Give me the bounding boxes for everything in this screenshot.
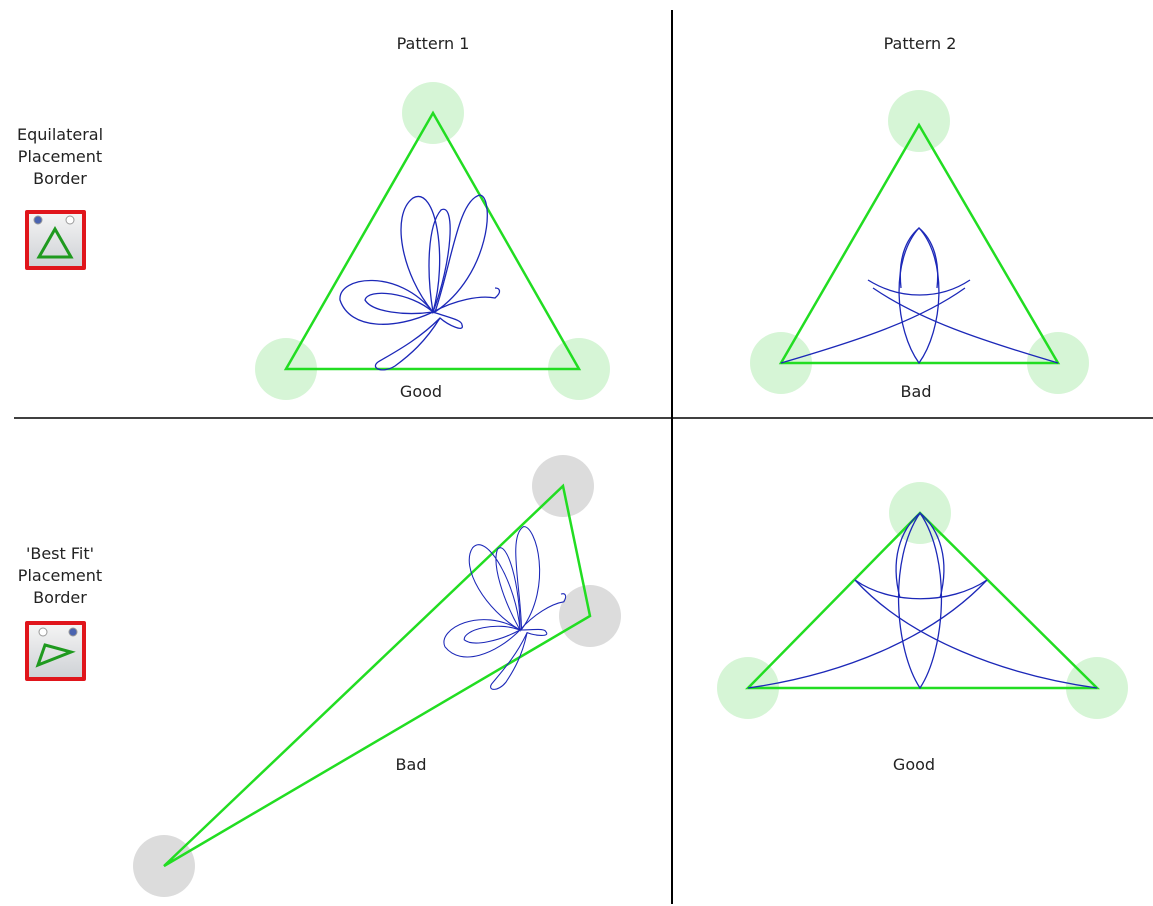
best-fit-border-button[interactable] <box>25 621 86 681</box>
equilateral-border-button[interactable] <box>25 210 86 270</box>
pattern1-column-header: Pattern 1 <box>368 34 498 53</box>
equilateral-triangle-icon <box>29 214 82 266</box>
anchor-point <box>888 90 950 152</box>
result-label-top-left: Good <box>371 382 471 401</box>
row-label-line: Border <box>4 168 116 190</box>
result-label-bottom-right: Good <box>864 755 964 774</box>
result-label-bottom-left: Bad <box>361 755 461 774</box>
row-label-line: Placement <box>4 146 116 168</box>
equilateral-row-label: Equilateral Placement Border <box>4 124 116 190</box>
placement-border-triangle <box>286 113 579 369</box>
panel-pattern2-equilateral <box>750 90 1089 394</box>
butterfly-pattern <box>340 195 500 370</box>
fish-pattern <box>781 228 1058 363</box>
panel-pattern2-bestfit <box>717 482 1128 719</box>
row-label-line: Equilateral <box>4 124 116 146</box>
best-fit-triangle-icon <box>29 625 82 677</box>
result-label-top-right: Bad <box>866 382 966 401</box>
panel-pattern1-bestfit <box>133 455 621 897</box>
panel-pattern1-equilateral <box>255 82 610 400</box>
row-label-line: Placement <box>4 565 116 587</box>
best-fit-row-label: 'Best Fit' Placement Border <box>4 543 116 609</box>
placement-border-triangle <box>164 486 590 866</box>
placement-border-triangle <box>781 125 1058 363</box>
row-label-line: Border <box>4 587 116 609</box>
pattern2-column-header: Pattern 2 <box>855 34 985 53</box>
row-label-line: 'Best Fit' <box>4 543 116 565</box>
